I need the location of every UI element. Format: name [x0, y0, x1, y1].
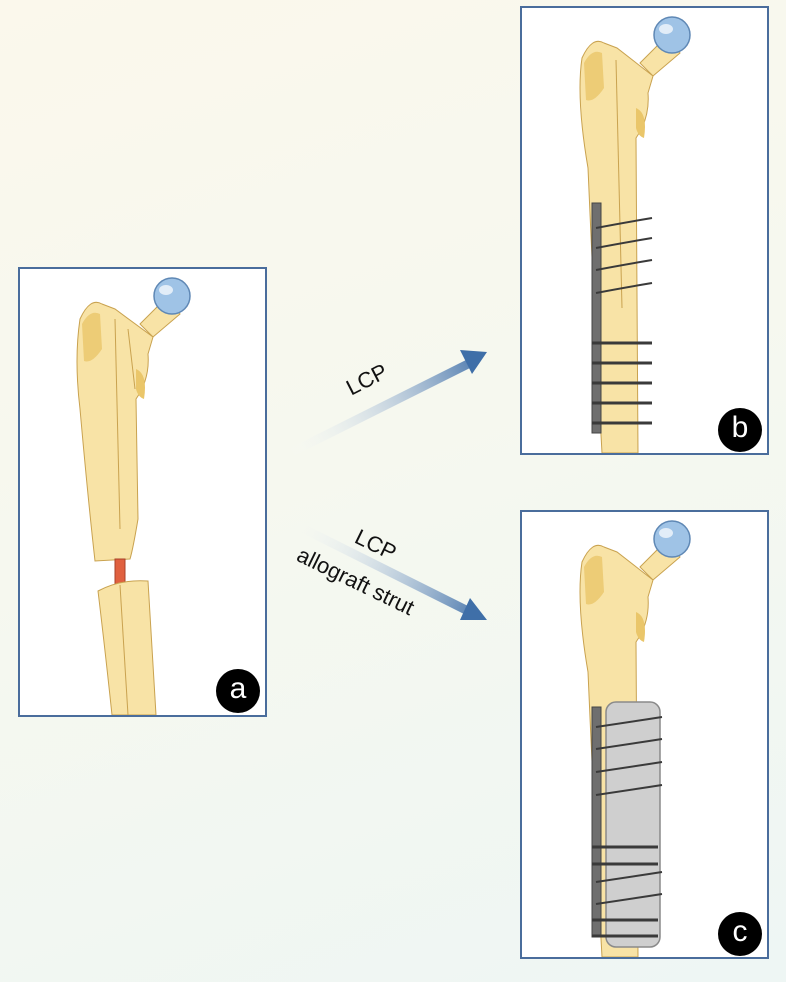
panel-a: a: [18, 267, 267, 717]
proximal-femur-fragment: [76, 301, 154, 562]
femur-shaft: [579, 40, 654, 453]
panel-c: c: [520, 510, 769, 959]
locking-plate: [591, 202, 602, 434]
femur-with-lcp-and-allograft-illustration: [579, 520, 691, 957]
femoral-head: [153, 277, 191, 315]
panel-badge-b: b: [718, 408, 762, 452]
panel-b: b: [520, 6, 769, 455]
arrow-to-b: [286, 350, 487, 458]
allograft-strut: [605, 701, 661, 948]
femur-with-lcp-illustration: [579, 16, 691, 453]
cerclage-cables: [595, 716, 663, 905]
cerclage-cables: [595, 217, 653, 294]
locking-screws: [592, 845, 658, 938]
distal-femur-fragment: [97, 580, 157, 715]
femoral-head: [653, 520, 691, 558]
arrow-to-c: [288, 518, 487, 620]
panel-badge-c: c: [718, 912, 762, 956]
panel-badge-a: a: [216, 669, 260, 713]
locking-screws: [592, 341, 652, 425]
femur-with-defect-illustration: [76, 277, 191, 715]
femoral-head: [653, 16, 691, 54]
